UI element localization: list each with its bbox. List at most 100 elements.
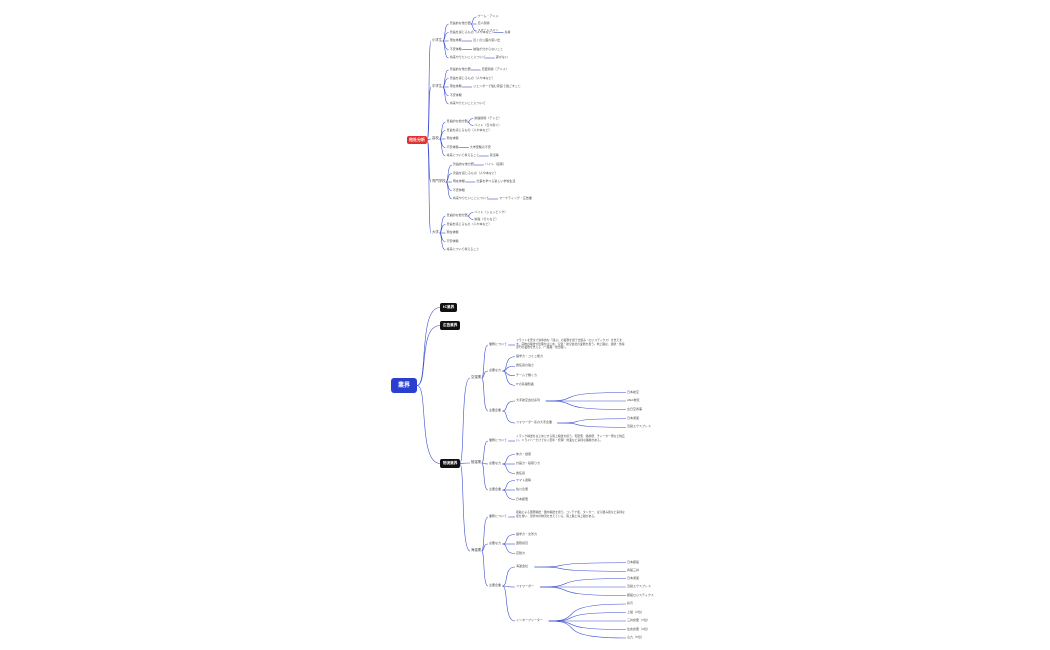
- branch-2-child-4-leaf-0: 就活等: [489, 153, 499, 157]
- branch-1: 中学生: [432, 84, 443, 88]
- sector-0-topic-1-item-1: 責任感の強さ: [516, 363, 535, 368]
- connector-line: [481, 440, 489, 464]
- connector-line: [467, 121, 474, 126]
- branch-4-child-0: 普遍的な他分野: [446, 213, 468, 217]
- branch-0-child-0-leaf-2: スマートフォン: [477, 28, 499, 32]
- branch-0-child-4: 将来やりたいことについて: [449, 55, 486, 59]
- connector-line: [548, 620, 627, 630]
- branch-3-child-0-leaf-0: バイト（接客）: [484, 162, 506, 166]
- connector-line: [459, 463, 471, 552]
- connector-line: [534, 566, 627, 572]
- branch-0-child-3-leaf-0: 勉強が分からないこと: [473, 46, 504, 51]
- branch-0-child-4-leaf-0: 夢がない: [495, 55, 508, 59]
- connector-line: [502, 463, 516, 474]
- sector-1-topic-1: 必要な力: [489, 461, 502, 465]
- sector-2-topic-2: 主要企業: [489, 583, 502, 587]
- connector-line: [548, 612, 627, 622]
- connector-line: [442, 40, 449, 59]
- sector-1-topic-2-item-2: 日本郵便: [516, 496, 529, 501]
- sector-2-topic-1-item-0: 語学力・交渉力: [516, 531, 538, 536]
- connector-line: [502, 566, 516, 587]
- sector-0-group-0: 大手航空会社系列: [516, 398, 541, 402]
- sector-0-topic-1: 必要な力: [489, 368, 502, 372]
- branch-2-child-3-leaf-0: 大学受験の不安: [469, 144, 491, 149]
- branch-3-child-0: 普遍的な他分野: [452, 162, 474, 166]
- sector-2-group-0: 海運会社: [516, 564, 529, 568]
- sector-0-group-0-item-2: 全日空商事: [627, 406, 643, 411]
- branch-1-child-4: 将来やりたいことについて: [449, 101, 486, 105]
- branch-3-child-2-leaf-0: 仕事を学べる楽しい学校生活: [476, 179, 516, 183]
- sector-1-topic-0: 業務について: [489, 438, 507, 442]
- sector-2-topic-1: 必要な力: [489, 541, 502, 545]
- connector-line: [502, 543, 516, 554]
- sector-2-group-2-item-4: 山九（5位）: [627, 635, 644, 639]
- sector-0-group-0-item-1: ANA物流: [627, 398, 640, 402]
- connector-line: [481, 516, 489, 552]
- category-2: 物流業界: [440, 459, 461, 468]
- sector-0-description: フライトを安全で効率的な「運ぶ」の業務を担う仕組み（ロジスティクス）を支えます。…: [516, 338, 625, 350]
- sector-2-group-2-item-1: 上組（2位）: [627, 609, 644, 614]
- connector-line: [502, 370, 516, 386]
- branch-3-child-4-leaf-0: マーケティング・広告業: [499, 196, 532, 200]
- branch-4-child-2: 現在体験: [446, 230, 459, 234]
- sector-1-topic-1-item-0: 体力・健康: [516, 451, 532, 456]
- sector-2-group-1-item-2: 郵船ロジスティクス: [627, 592, 654, 597]
- connector-line: [426, 139, 432, 234]
- connector-line: [545, 400, 627, 410]
- connector-line: [467, 212, 474, 217]
- sector-2-group-2-item-3: 住友倉庫（4位）: [627, 626, 650, 631]
- connector-line: [481, 377, 489, 412]
- branch-2-child-4: 将来について考えること: [446, 153, 480, 157]
- connector-line: [470, 23, 477, 32]
- connector-line: [426, 40, 432, 141]
- sector-1-topic-1-item-1: 計画力・段取り力: [516, 461, 541, 465]
- sector-1-topic-2: 主要企業: [489, 487, 502, 491]
- sector-0-topic-1-item-0: 語学力・コミュ能力: [516, 353, 544, 358]
- branch-2-child-2: 現在体験: [446, 136, 459, 140]
- sector-0-group-1-item-1: 近鉄エクスプレス: [627, 424, 651, 429]
- sector-0-group-0-item-0: 日本航空: [627, 389, 640, 394]
- connector-line: [470, 16, 477, 25]
- branch-4: 大学: [432, 230, 439, 234]
- branch-0-child-2-leaf-0: 近くの公園の思い出: [473, 38, 501, 42]
- branch-1-child-3: 不安体験: [449, 92, 462, 97]
- sector-1-topic-2-item-0: ヤマト運輸: [516, 477, 532, 482]
- sector-2-topic-1-item-1: 国際感覚: [516, 541, 529, 545]
- branch-4-child-0-leaf-1: 勉強（ゼミなど）: [474, 216, 499, 221]
- branch-4-child-4: 将来について考えること: [446, 247, 480, 251]
- connector-line: [557, 422, 627, 428]
- connector-line: [416, 385, 441, 464]
- branch-2-child-0: 普遍的な他分野: [446, 119, 468, 123]
- connector-line: [426, 138, 432, 141]
- connector-line: [459, 377, 471, 464]
- sector-2-group-1: フォワーダー: [516, 584, 535, 588]
- sector-2-group-2-item-2: 三井倉庫（3位）: [627, 618, 650, 622]
- branch-4-child-3: 不安体験: [446, 238, 459, 243]
- sector-1-topic-2-item-1: 佐川急便: [516, 487, 529, 491]
- connector-line: [416, 325, 441, 386]
- sector-0-group-1: フォワーダー系の大手企業: [516, 420, 553, 424]
- map2-root: 業界: [391, 378, 417, 393]
- sector-0-topic-2: 主要企業: [489, 408, 502, 412]
- sector-2-group-0-item-0: 日本郵船: [627, 559, 640, 564]
- connector-line: [481, 344, 489, 379]
- connector-line: [502, 400, 516, 412]
- sector-1-topic-1-item-2: 責任感: [516, 470, 526, 475]
- connector-line: [481, 543, 489, 552]
- connector-line: [502, 480, 516, 491]
- sector-2-group-1-item-1: 近鉄エクスプレス: [627, 584, 651, 588]
- connector-line: [481, 550, 489, 587]
- map1-root: 他社分析: [407, 136, 427, 144]
- branch-0: 小学生: [432, 38, 443, 42]
- connector-line: [545, 392, 627, 402]
- connector-line: [442, 86, 449, 105]
- connector-line: [467, 118, 474, 123]
- connector-line: [459, 462, 471, 464]
- connector-line: [467, 215, 474, 220]
- branch-0-child-2: 現在体験: [449, 38, 462, 42]
- sector-2-topic-1-item-2: 忍耐力: [516, 550, 526, 555]
- branch-1-child-0: 普遍的な他分野: [449, 67, 471, 71]
- sector-0: 空運業: [471, 375, 482, 379]
- branch-3: 専門学校: [432, 179, 446, 183]
- connector-line: [481, 370, 489, 379]
